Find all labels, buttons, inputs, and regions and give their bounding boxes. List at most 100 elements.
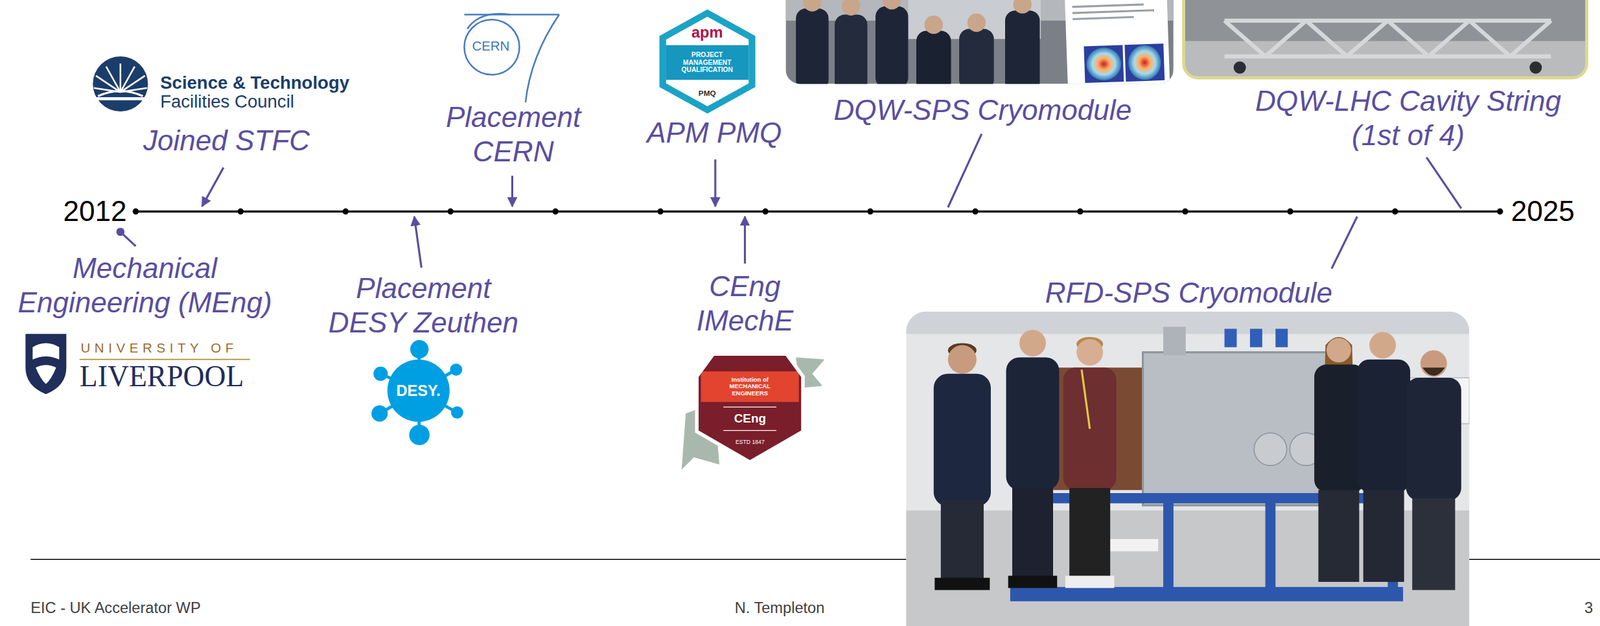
- photo-dqw-lhc: [1265, 20, 1307, 57]
- photo-dqw-sps: [1072, 9, 1155, 15]
- photo-rfd-sps: [1163, 326, 1186, 356]
- photo-dqw-sps: [1005, 10, 1041, 84]
- photo-dqw-lhc: [1346, 20, 1388, 57]
- cern-logo: [463, 13, 559, 16]
- photo-dqw-sps: [785, 0, 1173, 84]
- photo-rfd-sps: [1163, 498, 1174, 596]
- photo-dqw-sps: [1013, 0, 1032, 14]
- university-crest: [32, 342, 59, 360]
- photo-rfd-sps: [1326, 338, 1352, 363]
- photo-dqw-sps: [802, 0, 822, 12]
- photo-dqw-sps: [1072, 3, 1144, 8]
- photo-dqw-lhc: [1183, 0, 1588, 78]
- stfc-emblem: [92, 56, 148, 112]
- leader-line: [120, 134, 1462, 269]
- photo-rfd-sps: [1065, 575, 1115, 588]
- photo-rfd-sps: [1006, 357, 1060, 490]
- photo-rfd-sps: [1420, 349, 1448, 377]
- year-label: 2012: [62, 193, 127, 229]
- badge-text: PROJECT MANAGEMENT QUALIFICATION: [675, 51, 739, 74]
- photo-rfd-sps: [1224, 328, 1238, 347]
- photo-rfd-sps: [1275, 328, 1288, 347]
- badge-logo-text: apm: [676, 23, 738, 41]
- milestone-label: Placement DESY Zeuthen: [320, 271, 527, 341]
- milestone-label: CEng IMechE: [683, 269, 807, 339]
- photo-rfd-sps: [1318, 489, 1359, 582]
- photo-rfd-sps: [1076, 338, 1103, 366]
- milestone-label: RFD-SPS Cryomodule: [1045, 275, 1333, 310]
- leader-line: [1426, 157, 1462, 209]
- photo-dqw-lhc: [1529, 61, 1542, 74]
- milestone-label: APM PMQ: [646, 115, 782, 150]
- stfc-emblem: [97, 91, 143, 97]
- page-number: 3: [1584, 598, 1593, 617]
- badge-outline: [696, 353, 803, 463]
- photo-dqw-sps: [1083, 44, 1124, 83]
- photo-rfd-sps: [1008, 575, 1058, 588]
- photo-dqw-sps: [795, 8, 829, 85]
- photo-rfd-sps: [1412, 498, 1455, 591]
- photo-rfd-sps: [948, 345, 977, 374]
- photo-rfd-sps: [1143, 352, 1337, 506]
- photo-rfd-sps: [1422, 367, 1446, 376]
- badge-face: [696, 353, 803, 463]
- leader-line: [1331, 216, 1357, 269]
- photo-dqw-sps: [1124, 43, 1165, 82]
- cern-logo: [525, 14, 560, 102]
- desy-logo: [410, 340, 429, 359]
- photo-dqw-sps: [967, 13, 986, 32]
- photo-rfd-sps: [933, 373, 991, 507]
- leader-line: [743, 216, 746, 264]
- logo-circle: DESY.: [386, 359, 451, 423]
- logo-text: CERN: [471, 38, 510, 55]
- photo-rfd-sps: [1265, 498, 1276, 596]
- timeline-axis: [552, 208, 558, 215]
- timeline-axis: [132, 208, 1504, 215]
- timeline-axis: [1286, 208, 1293, 215]
- cern-logo: [463, 19, 520, 75]
- timeline-axis: [867, 208, 873, 215]
- logo-text: UNIVERSITY OF: [80, 340, 238, 357]
- photo-rfd-sps: [1250, 328, 1263, 347]
- university-crest: [25, 333, 67, 395]
- photo-dqw-lhc: [1233, 61, 1247, 74]
- desy-logo: [449, 363, 463, 376]
- leader-line: [948, 134, 982, 208]
- photo-dqw-sps: [1127, 44, 1162, 81]
- timeline-axis: [762, 208, 768, 215]
- timeline-axis: [132, 208, 139, 215]
- photo-dqw-sps: [834, 14, 868, 84]
- leader-line: [511, 175, 514, 207]
- photo-dqw-sps: [1086, 47, 1122, 82]
- photo-rfd-sps: [940, 500, 984, 582]
- photo-rfd-sps: [1253, 432, 1287, 466]
- badge-rule: [723, 430, 777, 431]
- timeline-axis: [342, 208, 349, 215]
- photo-dqw-lhc: [1183, 40, 1588, 78]
- timeline-axis: [237, 208, 244, 215]
- photo-dqw-sps: [1072, 16, 1135, 21]
- photo-rfd-sps: [1051, 367, 1149, 490]
- timeline-axis: [1391, 208, 1398, 215]
- stfc-emblem: [119, 63, 122, 93]
- photo-dqw-lhc: [1183, 0, 1588, 78]
- timeline-axis: [1077, 208, 1083, 215]
- milestone-label: Placement CERN: [416, 100, 610, 170]
- timeline-axis: [447, 208, 453, 215]
- timeline-axis: [1496, 208, 1503, 215]
- photo-dqw-sps: [875, 6, 908, 85]
- photo-rfd-sps: [905, 311, 1470, 626]
- photo-dqw-lhc: [1306, 20, 1348, 57]
- milestone-label: Joined STFC: [143, 123, 310, 159]
- photo-dqw-sps: [841, 0, 860, 16]
- badge-text: ESTD 1847: [724, 440, 776, 447]
- photo-rfd-sps: [1019, 329, 1046, 357]
- badge-title: CEng: [714, 411, 786, 426]
- photo-dqw-lhc: [1224, 20, 1266, 57]
- footer-text: EIC - UK Accelerator WP: [30, 598, 201, 617]
- badge-text: Institution of MECHANICAL ENGINEERS: [713, 376, 787, 398]
- photo-dqw-lhc: [1469, 20, 1510, 57]
- logo-text: Science & Technology: [160, 71, 350, 94]
- logo-circle-shape: [387, 359, 450, 422]
